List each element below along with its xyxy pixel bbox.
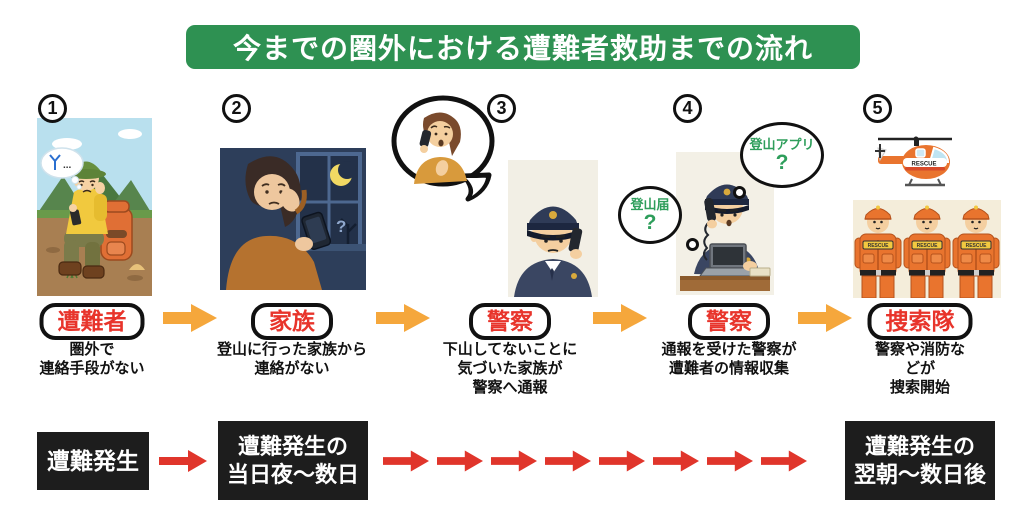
antenna-icon [49, 154, 61, 170]
police-officer-phone-illustration [508, 160, 598, 297]
thought-dot [686, 238, 699, 251]
worried-family-illustration: ? [220, 148, 366, 290]
tozan-app-question-mark: ? [775, 150, 789, 174]
flow-arrow-icon [163, 304, 217, 332]
page-title: 今までの圏外における遭難者救助までの流れ [186, 25, 860, 69]
flow-arrow-icon [376, 304, 430, 332]
caller-speech-bubble-illustration [391, 95, 495, 202]
role-badge-victim: 遭難者 [39, 303, 145, 340]
tozan-todoke-text: 登山届 [630, 196, 670, 212]
step-2-number: 2 [222, 94, 251, 123]
timeline-arrow-icon [491, 450, 537, 472]
timeline-event-same-day: 遭難発生の 当日夜〜数日 [218, 421, 368, 500]
helicopter-rescue-text: RESCUE [911, 162, 936, 168]
tozan-app-text: 登山アプリ [749, 136, 815, 152]
phone-question-mark: ? [336, 217, 346, 236]
step-2-caption: 登山に行った家族から 連絡がない [216, 341, 368, 377]
timeline-arrow-icon [383, 450, 429, 472]
step-4-number: 4 [673, 94, 702, 123]
step-5-caption: 警察や消防などが 捜索開始 [874, 341, 965, 396]
tozan-todoke-question-mark: ? [643, 210, 657, 234]
timeline-arrow-icon [653, 450, 699, 472]
thought-dot [733, 186, 746, 199]
step-3-caption: 下山してないことに 気づいた家族が 警察へ通報 [442, 341, 578, 396]
step-4-caption: 通報を受けた警察が 遭難者の情報収集 [661, 341, 797, 377]
timeline-event-occurrence: 遭難発生 [37, 432, 149, 490]
tozan-app-thought-bubble: 登山アプリ ? [740, 122, 824, 188]
timeline-arrow-icon [761, 450, 807, 472]
rescue-team-illustration: RESCUE [853, 200, 1001, 298]
step-1-caption: 圏外で 連絡手段がない [39, 341, 145, 377]
rescue-helicopter-illustration: RESCUE [875, 136, 952, 187]
lost-hiker-illustration: ... [37, 118, 152, 296]
tozan-todoke-thought-bubble: 登山届 ? [618, 186, 682, 244]
timeline-arrow-icon [599, 450, 645, 472]
timeline-arrow-icon [707, 450, 753, 472]
no-signal-text: ... [63, 160, 72, 171]
flow-arrow-icon [798, 304, 852, 332]
role-badge-search-team: 捜索隊 [867, 303, 973, 340]
step-1-number: 1 [38, 94, 67, 123]
step-3-number: 3 [487, 94, 516, 123]
timeline-event-next-morning: 遭難発生の 翌朝〜数日後 [845, 421, 995, 500]
timeline-arrow-icon [437, 450, 483, 472]
step-5-number: 5 [863, 94, 892, 123]
role-badge-family: 家族 [251, 303, 333, 340]
flow-arrow-icon [593, 304, 647, 332]
role-badge-police-2: 警察 [688, 303, 770, 340]
no-signal-thought-bubble: ... [40, 147, 84, 190]
timeline-arrow-icon [159, 450, 207, 472]
role-badge-police-1: 警察 [469, 303, 551, 340]
timeline-arrow-icon [545, 450, 591, 472]
